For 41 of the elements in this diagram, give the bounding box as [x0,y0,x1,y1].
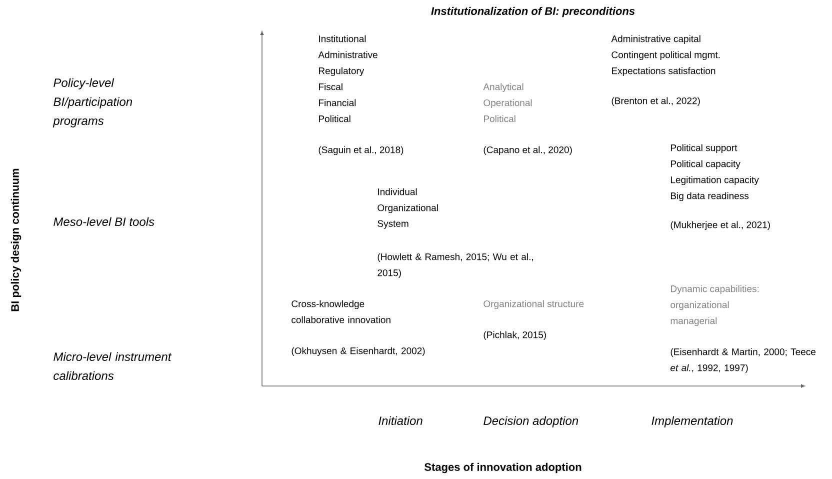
stage-label: Decision adoption [484,416,578,428]
factor-text: Big data readiness [671,192,749,202]
factor-text: Institutional [319,35,366,42]
factor-text: Operational [484,99,532,108]
factor-text: Contingent political mgmt. [612,51,720,60]
factor-text: System [378,220,408,229]
factor-text: Political [319,115,350,122]
stage-label: Implementation [652,416,733,428]
row-label: Policy-level BI/participation programs [52,78,132,128]
chart-title: Institutionalization of BI: preconditions [431,6,635,18]
factor-text: Administrative [318,51,378,58]
factor-text: Financial [319,99,356,106]
citation-text: (Saguin et al., 2018) [318,146,404,156]
axis-title: BI policy design continuum [10,168,22,312]
factor-text: Administrative capital [611,35,700,44]
factor-text: Organizational structure [484,300,584,310]
citation-text: (Pichlak, 2015) [484,331,546,340]
factor-text: Political capacity [671,160,740,170]
factor-text: organizational [670,301,729,310]
factor-text: managerial [670,317,717,326]
citation-text: (Capano et al., 2020) [484,146,572,156]
factor-text: Political [484,115,516,122]
axis-title: Stages of innovation adoption [424,462,582,474]
factor-text: Fiscal [319,83,342,90]
citation-text: (Mukherjee et al., 2021) [670,221,770,230]
factor-text: Organizational [378,204,438,214]
factor-text: Legitimation capacity [671,176,759,186]
factor-text: Cross-knowledge collaborative innovation [292,300,390,324]
factor-text: Analytical [483,83,524,92]
factor-text: Regulatory [319,67,364,76]
citation-text: (Howlett & Ramesh, 2015; Wu et al., 2015) [378,253,533,278]
factor-text: Expectations satisfaction [612,67,716,76]
factor-text: Individual [378,188,417,196]
row-label: Meso-level BI tools [54,217,154,226]
factor-text: Political support [671,144,738,154]
factor-text: Dynamic capabilities: [671,285,759,294]
citation-text: (Okhuysen & Eisenhardt, 2002) [292,347,425,356]
stage-label: Initiation [378,416,422,425]
row-label: Micro-level instrument calibrations [54,352,172,380]
citation-text: (Eisenhardt & Martin, 2000; Teece et al., 1992, 1997) [670,348,816,374]
citation-text: (Brenton et al., 2022) [612,97,700,106]
